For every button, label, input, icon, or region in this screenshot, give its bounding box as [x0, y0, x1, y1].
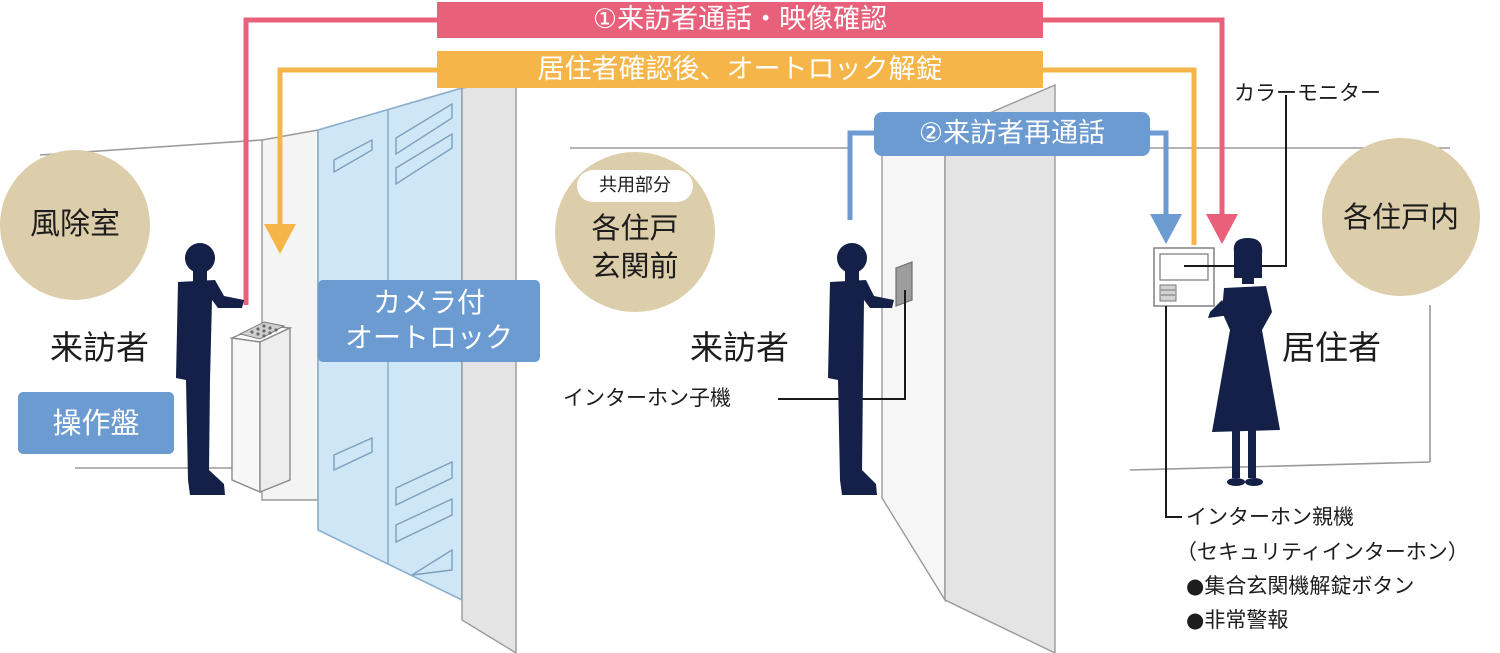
security-intercom-label: （セキュリティインターホン） [1176, 540, 1469, 564]
master-leader [1165, 306, 1182, 518]
intercom-master-device [1153, 247, 1215, 307]
monitor-leader [1184, 95, 1287, 267]
operation-panel-stand [229, 321, 293, 494]
vestibule-label: 風除室 [30, 207, 120, 242]
unit-inside-label: 各住戸内 [1342, 200, 1459, 234]
substation-leader [778, 290, 906, 400]
visitor-mid-label: 来訪者 [690, 328, 789, 367]
intercom-substation-device [895, 261, 913, 307]
visitor-left-label: 来訪者 [50, 328, 149, 367]
glass-reflections [333, 102, 453, 576]
camera-autolock-label: カメラ付 オートロック [318, 280, 540, 362]
operation-panel-label: 操作盤 [18, 392, 174, 454]
entrance-circle: 共用部分 各住戸 玄関前 [555, 152, 715, 312]
unlock-banner: 居住者確認後、オートロック解錠 [437, 51, 1043, 88]
vestibule-side-wall [461, 79, 517, 653]
call-video-arrowhead [1206, 214, 1238, 244]
unlock-arrowhead [264, 224, 296, 254]
vestibule-circle: 風除室 [0, 150, 150, 300]
recall-arrowhead [1150, 214, 1182, 244]
entrance-back-wall [881, 131, 946, 603]
call-video-banner: ①来訪者通話・映像確認 [437, 2, 1043, 38]
emergency-alarm-feature: ●非常警報 [1186, 608, 1289, 632]
visitor-mid-silhouette [828, 243, 894, 495]
entrance-door [944, 83, 1056, 653]
entrance-label-line1: 各住戸 [591, 211, 679, 245]
camera-autolock-line2: オートロック [344, 321, 513, 354]
unlock-button-feature: ●集合玄関機解錠ボタン [1186, 574, 1415, 598]
common-area-tag: 共用部分 [577, 170, 693, 202]
camera-autolock-line1: カメラ付 [372, 286, 485, 319]
resident-silhouette [1208, 238, 1280, 486]
entrance-label-line2: 玄関前 [591, 249, 679, 283]
master-station-label: インターホン親機 [1186, 505, 1354, 529]
resident-label: 居住者 [1282, 328, 1381, 367]
visitor-left-silhouette [176, 243, 244, 495]
recall-banner: ②来訪者再通話 [874, 112, 1150, 156]
substation-label: インターホン子機 [563, 386, 731, 410]
color-monitor-label: カラーモニター [1234, 81, 1381, 105]
unit-inside-circle: 各住戸内 [1322, 138, 1480, 296]
